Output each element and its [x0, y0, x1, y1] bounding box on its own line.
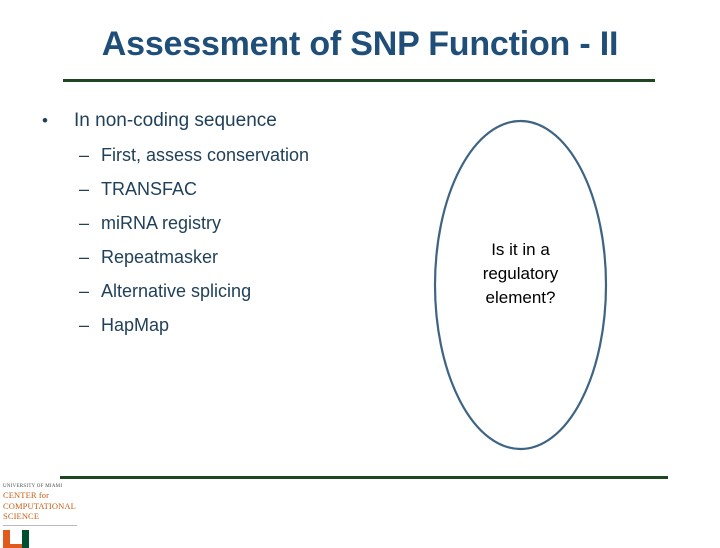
list-item-label: HapMap: [101, 315, 170, 335]
list-item: – TRANSFAC: [34, 172, 424, 206]
dash-marker-icon: –: [79, 247, 90, 267]
list-item: – Repeatmasker: [34, 240, 424, 274]
dash-marker-icon: –: [79, 281, 90, 301]
bullet-marker-icon: •: [42, 111, 48, 130]
logo-inner-negative-space: [10, 529, 22, 544]
list-item: – First, assess conservation: [34, 138, 424, 172]
content-bullet-list: • In non-coding sequence – First, assess…: [34, 104, 424, 342]
dash-marker-icon: –: [79, 179, 90, 199]
ellipse-shape-icon: [433, 119, 608, 451]
logo-center-line-3: SCIENCE: [3, 511, 40, 521]
divider-bottom: [60, 476, 668, 479]
logo-center-line-2: COMPUTATIONAL: [3, 500, 76, 511]
ellipse-callout: Is it in a regulatory element?: [433, 119, 608, 451]
list-item: – Alternative splicing: [34, 274, 424, 308]
list-item: • In non-coding sequence: [34, 104, 424, 138]
list-item-label: miRNA registry: [101, 213, 222, 233]
list-item: – HapMap: [34, 308, 424, 342]
logo-divider: [3, 524, 77, 526]
divider-top: [63, 79, 655, 82]
list-item-label: First, assess conservation: [101, 145, 310, 165]
list-item-label: In non-coding sequence: [74, 110, 277, 131]
callout-text: Is it in a regulatory element?: [445, 238, 596, 310]
callout-text-line-2: regulatory: [482, 264, 559, 283]
dash-marker-icon: –: [79, 145, 90, 165]
dash-marker-icon: –: [79, 315, 90, 335]
footer-logo: UNIVERSITY OF MIAMI CENTER for COMPUTATI…: [3, 483, 83, 548]
miami-u-logo-icon: [3, 529, 29, 548]
dash-marker-icon: –: [79, 213, 90, 233]
callout-text-line-1: Is it in a: [491, 240, 550, 259]
logo-bar-left: [3, 529, 10, 548]
page-title: Assessment of SNP Function - II: [101, 25, 619, 63]
list-item-label: Alternative splicing: [101, 281, 252, 301]
list-item: – miRNA registry: [34, 206, 424, 240]
logo-center-line-1: CENTER for: [3, 490, 50, 500]
list-item-label: Repeatmasker: [101, 247, 219, 267]
logo-university-label: UNIVERSITY OF MIAMI: [3, 484, 63, 489]
logo-bar-right: [22, 529, 29, 548]
callout-text-line-3: element?: [485, 288, 556, 307]
list-item-label: TRANSFAC: [101, 179, 198, 199]
